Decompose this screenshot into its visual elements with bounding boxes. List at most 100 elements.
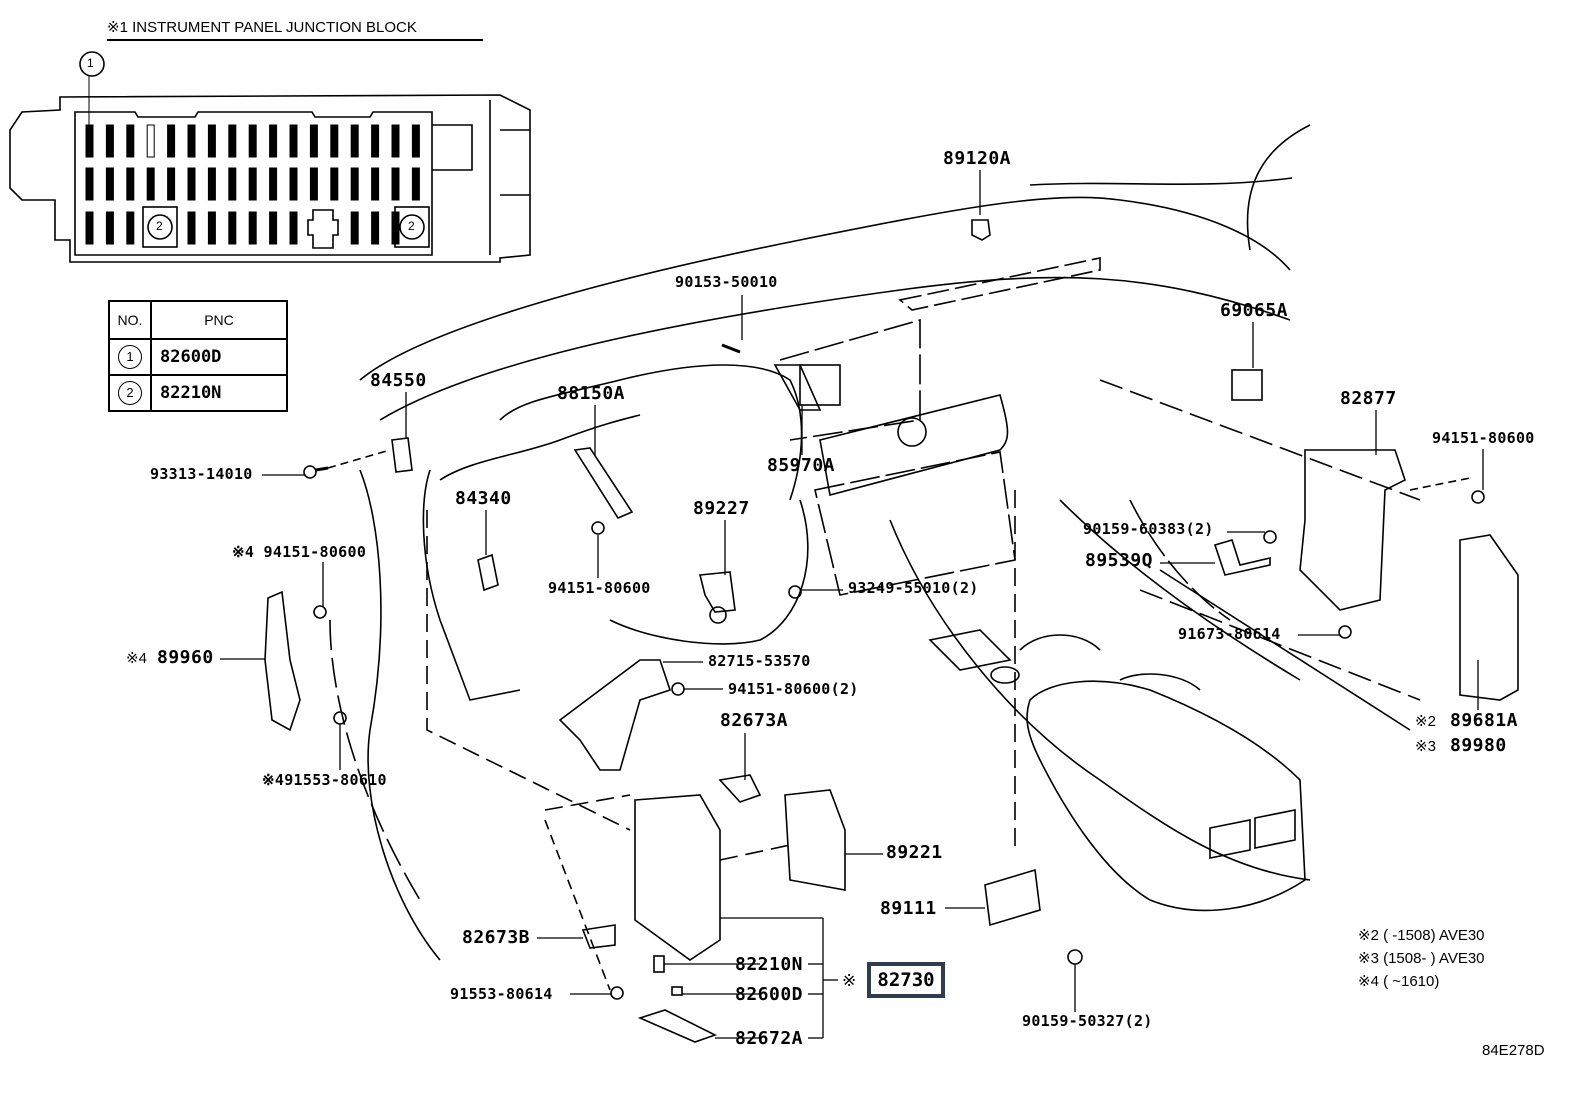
callout-number: 1 [87,56,94,70]
part-label-82673A[interactable]: 82673A [720,710,789,731]
fuse-slot [187,124,196,158]
part-label-90159-50327[interactable]: 90159-50327(2) [1022,1012,1153,1030]
fuse-slot [248,167,257,201]
part-label-82715-53570[interactable]: 82715-53570 [708,652,811,670]
fuse-slot [350,167,359,201]
part-label-89221[interactable]: 89221 [886,842,943,863]
fuse-slot [269,124,278,158]
part-label-94151-80600[interactable]: 94151-80600 [548,579,651,597]
fuse-slot [207,124,216,158]
fuse-slot [269,211,278,245]
part-label-89960[interactable]: 89960 [157,647,214,668]
fuse-slot [309,124,318,158]
table-row: 1 82600D [108,338,288,376]
part-label-90159-60383[interactable]: 90159-60383(2) [1083,520,1214,538]
part-label-91553-80610[interactable]: ※491553-80610 [262,771,387,789]
fuse-slot [126,211,135,245]
part-label-85970A[interactable]: 85970A [767,455,836,476]
fuse-slot [371,167,380,201]
callout-number: 2 [156,219,163,233]
part-label-84550[interactable]: 84550 [370,370,427,391]
fuse-slot [167,124,176,158]
fuse-slot [371,211,380,245]
row-number: 2 [118,381,142,405]
fuse-slots [85,124,420,245]
fuse-slot [269,167,278,201]
part-label-82730-highlighted[interactable]: 82730 [867,962,945,998]
fuse-slot [350,124,359,158]
part-number-link[interactable]: 82210N [150,374,288,412]
fuse-slot [350,211,359,245]
fuse-slot [391,124,400,158]
fuse-slot [187,167,196,201]
fuse-slot [85,211,94,245]
part-label-82672A[interactable]: 82672A [735,1028,804,1049]
callout-circles [79,51,430,249]
header-no: NO. [108,300,152,340]
part-label-91673-80614[interactable]: 91673-80614 [1178,625,1281,643]
part-label-82210N[interactable]: 82210N [735,954,804,975]
dashboard-outline [329,124,1421,991]
part-label-89539Q[interactable]: 89539Q [1085,550,1154,571]
part-label-82877[interactable]: 82877 [1340,388,1397,409]
part-label-82600D[interactable]: 82600D [735,984,804,1005]
fuse-slot [289,124,298,158]
fuse-slot [207,211,216,245]
fuse-slot [105,124,114,158]
part-label-89120A[interactable]: 89120A [943,148,1012,169]
fuse-slot [228,167,237,201]
table-row: 2 82210N [108,374,288,412]
fuse-slot [187,211,196,245]
header-pnc: PNC [150,300,288,340]
part-label-93313-14010[interactable]: 93313-14010 [150,465,253,483]
part-label-89681A[interactable]: 89681A [1450,710,1519,731]
diagram-id: 84E278D [1482,1042,1545,1059]
fuse-slot [289,167,298,201]
part-label-89111[interactable]: 89111 [880,898,937,919]
fuse-slot [289,211,298,245]
fuse-slot [167,167,176,201]
part-number-link[interactable]: 82600D [150,338,288,376]
row-number: 1 [118,345,142,369]
fuse-slot [309,167,318,201]
leader-lines [220,170,1484,1039]
fuse-slot [85,167,94,201]
footnote-marker: ※ [842,971,857,990]
fuse-slot [330,124,339,158]
footnote-marker: ※2 [1415,713,1436,730]
fuse-slot [126,167,135,201]
pnc-table-header: NO. PNC [108,300,288,340]
part-label-82673B[interactable]: 82673B [462,927,531,948]
part-label-89980[interactable]: 89980 [1450,735,1507,756]
fuse-slot [411,124,420,158]
fuse-slot [105,167,114,201]
fuse-slot [207,167,216,201]
fuse-slot [228,124,237,158]
junction-block-drawing [9,94,531,263]
part-label-69065A[interactable]: 69065A [1220,300,1289,321]
part-label-93249-55010[interactable]: 93249-55010(2) [848,579,979,597]
footnote-marker: ※4 [126,650,147,667]
part-label-88150A[interactable]: 88150A [557,383,626,404]
part-label-94151-80600-x4[interactable]: ※4 94151-80600 [232,543,367,561]
fuse-slot [330,167,339,201]
footnote-4: ※4 ( ~1610) [1358,973,1440,990]
fuse-slot [105,211,114,245]
fuse-slot [146,124,155,158]
part-label-91553-80614[interactable]: 91553-80614 [450,985,553,1003]
part-label-89227[interactable]: 89227 [693,498,750,519]
part-label-94151-80600-2[interactable]: 94151-80600(2) [728,680,859,698]
part-label-84340[interactable]: 84340 [455,488,512,509]
callout-number: 2 [408,219,415,233]
footnote-marker: ※3 [1415,738,1436,755]
fuse-slot [85,124,94,158]
pnc-table: NO. PNC 1 82600D 2 82210N [108,300,288,412]
fuse-slot [248,211,257,245]
fuse-slot [411,167,420,201]
fuse-slot [146,167,155,201]
part-label-94151-80600[interactable]: 94151-80600 [1432,429,1535,447]
fuse-slot [371,124,380,158]
part-label-90153-50010[interactable]: 90153-50010 [675,273,778,291]
part-shapes [264,219,1519,1043]
